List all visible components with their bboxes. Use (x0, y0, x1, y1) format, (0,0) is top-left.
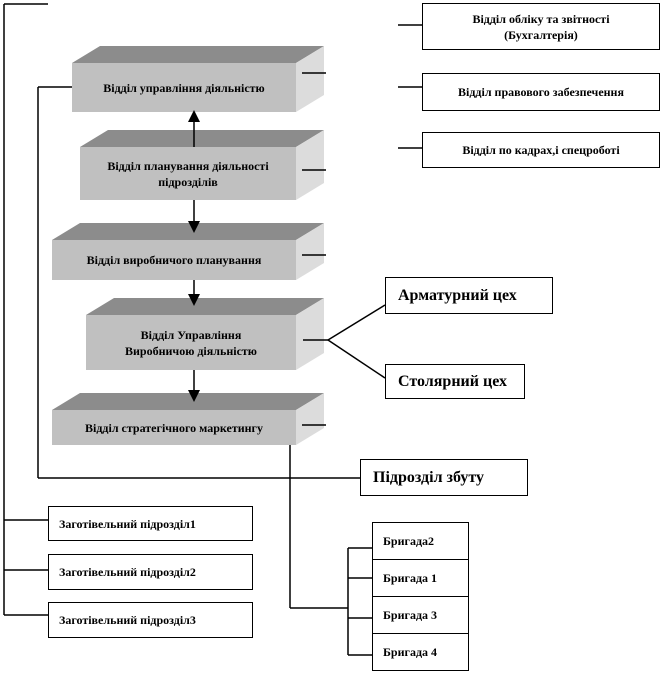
box-front-face (52, 410, 296, 445)
box-front-face (52, 240, 296, 280)
box-front-face (80, 147, 296, 200)
dept-production-management: Відділ Управління Виробничою діяльністю (125, 327, 257, 358)
brigade-2: Бригада2 (372, 522, 469, 560)
box-side-face (296, 223, 324, 280)
box-top-face (86, 298, 324, 315)
dept-activity-management: Відділ управління діяльністю (103, 80, 265, 95)
box-front-face (86, 315, 296, 370)
dept-production-planning: Відділ виробничого планування (86, 253, 262, 267)
box-side-face (296, 46, 324, 112)
box-front-face (72, 63, 296, 112)
box-top-face (52, 393, 324, 410)
dept-strategic-marketing: Відділ стратегічного маркетингу (85, 420, 263, 435)
connector-lines (3, 3, 422, 656)
box-top-face (72, 46, 324, 63)
dept-accounting: Відділ обліку та звітності (Бухгалтерія) (422, 3, 660, 50)
dept-unit-planning: Відділ планування діяльності підрозділів (107, 158, 269, 189)
procurement-unit-1: Заготівельний підрозділ1 (48, 506, 253, 541)
workshop-joinery: Столярний цех (385, 364, 525, 399)
brigade-1: Бригада 1 (372, 559, 469, 597)
procurement-unit-2: Заготівельний підрозділ2 (48, 554, 253, 590)
brigade-4: Бригада 4 (372, 633, 469, 671)
dept-hr: Відділ по кадрах,і спецроботі (422, 132, 660, 168)
box-side-face (296, 298, 324, 370)
sales-unit: Підрозділ збуту (360, 459, 528, 496)
box-side-face (296, 393, 324, 445)
brigade-3: Бригада 3 (372, 596, 469, 634)
procurement-unit-3: Заготівельний підрозділ3 (48, 602, 253, 638)
workshop-fittings: Арматурний цех (385, 277, 553, 314)
dept-legal: Відділ правового забезпечення (422, 73, 660, 111)
box-side-face (296, 130, 324, 200)
box-top-face (52, 223, 324, 240)
box-top-face (80, 130, 324, 147)
